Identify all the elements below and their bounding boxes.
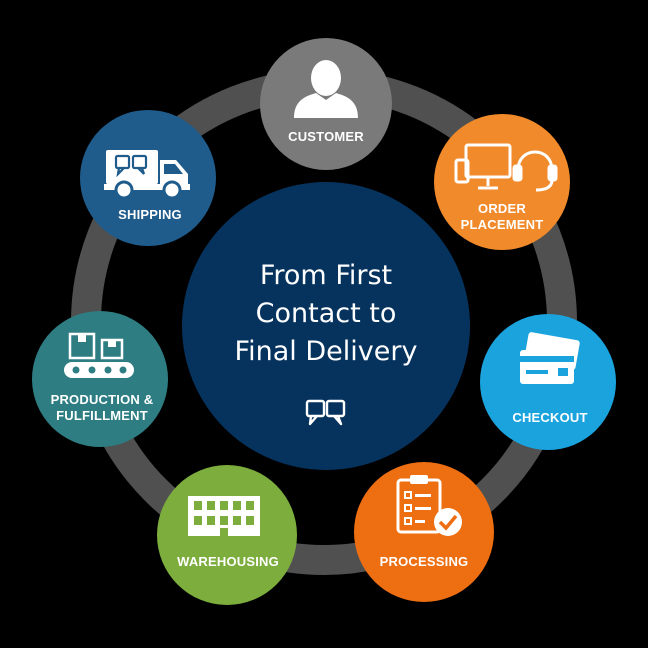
step-order-placement: ORDER PLACEMENT — [434, 114, 570, 250]
step-label-shipping: SHIPPING — [118, 207, 182, 222]
step-checkout: CHECKOUT — [480, 314, 616, 450]
person-icon — [294, 60, 358, 118]
step-label-production-line-2: FULFILLMENT — [56, 408, 148, 423]
center-title-line-3: Final Delivery — [235, 336, 418, 367]
credit-card-icon — [520, 332, 580, 384]
clipboard-check-icon — [396, 475, 462, 536]
step-circle-production — [32, 311, 168, 447]
step-label-customer: CUSTOMER — [288, 129, 364, 144]
center-title-line-2: Contact to — [256, 298, 397, 329]
center-node: From First Contact to Final Delivery — [182, 182, 470, 470]
computer-headset-icon — [454, 143, 558, 192]
warehouse-building-icon — [188, 496, 260, 536]
delivery-truck-icon — [104, 150, 190, 200]
step-warehousing: WAREHOUSING — [157, 465, 297, 605]
conveyor-boxes-icon — [64, 332, 134, 378]
step-label-warehousing: WAREHOUSING — [177, 554, 279, 569]
step-customer: CUSTOMER — [260, 38, 392, 170]
step-processing: PROCESSING — [354, 462, 494, 602]
chat-bubbles-logo-icon — [305, 399, 346, 426]
step-label-processing: PROCESSING — [380, 554, 469, 569]
step-label-order-line-1: ORDER — [478, 201, 526, 216]
step-production-fulfillment: PRODUCTION & FULFILLMENT — [32, 311, 168, 447]
step-shipping: SHIPPING — [80, 110, 216, 246]
step-label-checkout: CHECKOUT — [512, 410, 587, 425]
step-label-order-line-2: PLACEMENT — [461, 217, 544, 232]
step-label-production-line-1: PRODUCTION & — [51, 392, 154, 407]
center-title-line-1: From First — [260, 260, 392, 291]
step-circle-order-placement — [434, 114, 570, 250]
center-circle — [182, 182, 470, 470]
